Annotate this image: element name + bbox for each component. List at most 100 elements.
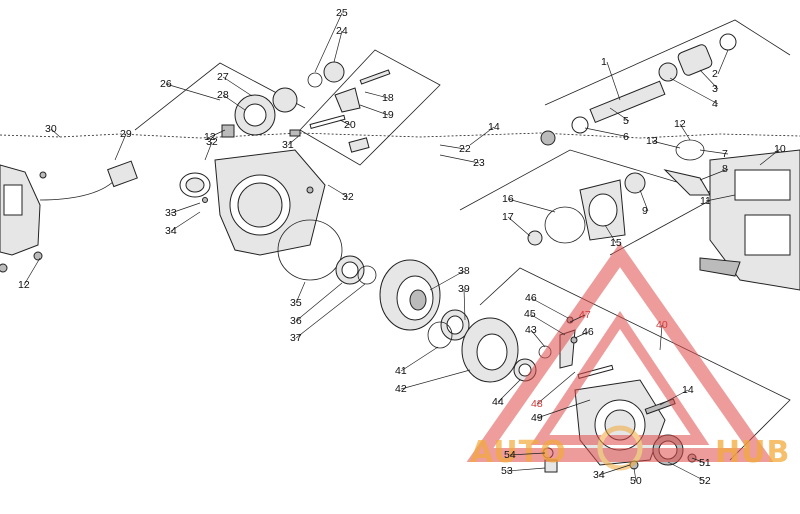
clamp-4 xyxy=(658,62,678,82)
gasket-16 xyxy=(544,206,586,244)
leader-line-12 xyxy=(679,123,691,141)
differential-housing-part xyxy=(179,149,326,256)
part-label-32: 32 xyxy=(206,136,218,148)
leader-line-28 xyxy=(222,94,246,111)
leader-line-31 xyxy=(287,134,301,146)
leader-line-17 xyxy=(507,216,531,237)
part-label-4: 4 xyxy=(712,98,718,110)
part-label-32: 32 xyxy=(342,191,354,203)
leader-line-11 xyxy=(705,194,736,202)
part-label-41: 41 xyxy=(395,365,407,377)
leader-line-26 xyxy=(165,83,221,101)
part-label-43: 43 xyxy=(525,324,537,336)
left-housing-part xyxy=(0,160,138,273)
part-label-15: 15 xyxy=(610,237,622,249)
part-label-40: 40 xyxy=(656,319,668,331)
leader-line-36 xyxy=(295,282,343,322)
part-label-12: 12 xyxy=(674,118,686,130)
part-label-45: 45 xyxy=(524,308,536,320)
leader-line-43 xyxy=(530,329,546,348)
part-label-12: 12 xyxy=(204,131,216,143)
leader-line-24 xyxy=(333,30,343,63)
leader-line-4 xyxy=(669,77,719,105)
part-label-12: 12 xyxy=(18,279,30,291)
part-label-36: 36 xyxy=(290,315,302,327)
leader-line-40 xyxy=(659,324,663,351)
part-label-52: 52 xyxy=(699,475,711,487)
leader-line-34 xyxy=(598,464,631,476)
part-label-29: 29 xyxy=(120,128,132,140)
leader-line-50 xyxy=(633,467,637,482)
part-label-44: 44 xyxy=(492,396,504,408)
leader-line-18 xyxy=(364,91,389,99)
part-label-38: 38 xyxy=(458,265,470,277)
part-label-14: 14 xyxy=(682,384,694,396)
part-label-34: 34 xyxy=(593,469,605,481)
leader-line-19 xyxy=(359,104,389,116)
snap-ring-37 xyxy=(357,265,377,285)
part-label-3: 3 xyxy=(712,83,718,95)
leader-line-33 xyxy=(170,202,201,214)
leader-line-52 xyxy=(667,461,706,482)
group-bracket-1 xyxy=(544,19,791,106)
watermark-text-auto: AUTO xyxy=(470,435,567,470)
part-label-6: 6 xyxy=(623,131,629,143)
part-label-53: 53 xyxy=(501,465,513,477)
leader-line-45 xyxy=(529,313,566,336)
leader-line-48 xyxy=(536,371,576,405)
part-label-27: 27 xyxy=(217,71,229,83)
leader-line-38 xyxy=(429,270,465,291)
torn-divider xyxy=(0,132,800,139)
bracket-8 xyxy=(663,169,711,196)
part-label-26: 26 xyxy=(160,78,172,90)
leader-line-53 xyxy=(506,467,546,472)
right-housing-part xyxy=(699,149,800,291)
clip-13 xyxy=(675,139,705,161)
part-label-28: 28 xyxy=(217,89,229,101)
leader-line-2 xyxy=(717,49,729,75)
leader-line-14 xyxy=(469,126,495,146)
leader-line-10 xyxy=(759,148,781,166)
part-label-51: 51 xyxy=(699,457,711,469)
leader-line-6 xyxy=(584,127,630,138)
group-bracket-40 xyxy=(479,267,791,461)
output-shaft-part xyxy=(540,80,666,146)
leader-line-35 xyxy=(295,281,306,304)
leader-line-37 xyxy=(295,283,366,339)
part-label-23: 23 xyxy=(473,157,485,169)
leader-line-34 xyxy=(170,211,201,232)
leader-line-20 xyxy=(339,119,351,126)
part-label-24: 24 xyxy=(336,25,348,37)
leader-line-49 xyxy=(536,399,591,419)
part-label-20: 20 xyxy=(344,119,356,131)
clamp-2 xyxy=(719,33,737,51)
part-label-48: 48 xyxy=(531,398,543,410)
leader-line-16 xyxy=(507,198,556,213)
part-label-47: 47 xyxy=(579,309,591,321)
leader-line-32 xyxy=(204,141,213,161)
part-label-16: 16 xyxy=(502,193,514,205)
flange-part xyxy=(579,179,626,241)
leader-line-8 xyxy=(699,168,729,181)
leader-line-30 xyxy=(50,128,61,138)
o-ring-17 xyxy=(527,230,543,246)
leader-line-54 xyxy=(509,452,546,456)
part-label-46: 46 xyxy=(525,292,537,304)
leader-line-7 xyxy=(699,149,729,155)
leader-line-15 xyxy=(604,224,617,244)
part-label-37: 37 xyxy=(290,332,302,344)
part-label-2: 2 xyxy=(712,68,718,80)
group-bracket-9 xyxy=(459,149,722,256)
part-label-31: 31 xyxy=(282,139,294,151)
leader-line-39 xyxy=(463,288,466,321)
bearing-7 xyxy=(624,172,646,194)
part-label-1: 1 xyxy=(601,56,607,68)
leader-line-1 xyxy=(606,61,621,101)
part-label-22: 22 xyxy=(459,143,471,155)
leader-line-32 xyxy=(327,184,349,198)
part-label-25: 25 xyxy=(336,7,348,19)
leader-line-51 xyxy=(691,457,706,464)
